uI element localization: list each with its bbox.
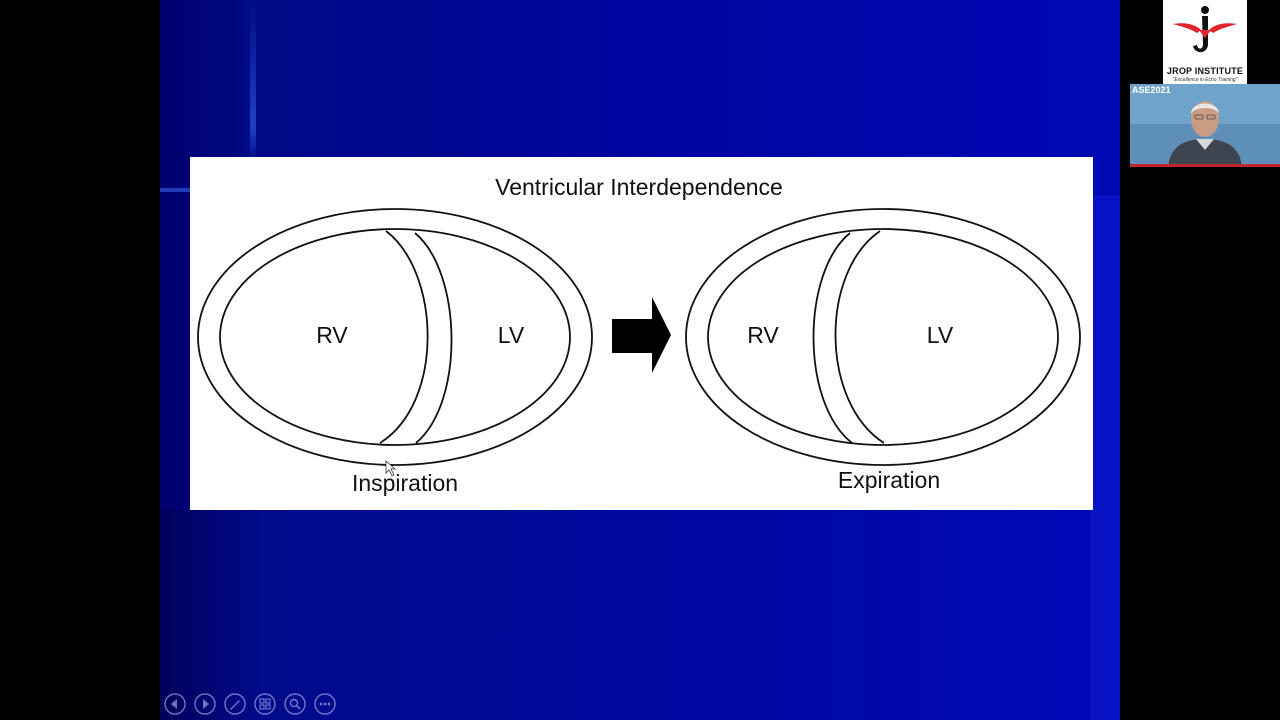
slide-right-strip [1090,195,1120,720]
figure-title: Ventricular Interdependence [495,174,783,200]
lv-label-expiration: LV [927,322,954,348]
pericardium-outer-right [685,208,1081,466]
speaker-avatar [1130,84,1280,167]
slide-decoration [250,0,256,160]
pericardium-inner-left [219,228,571,446]
septum-line-a-right [812,232,853,444]
zoom-icon [284,693,306,715]
inspiration-caption: Inspiration [352,470,458,496]
previous-slide-button[interactable] [163,692,187,716]
institute-logo-panel: JROP INSTITUTE "Excellence in Echo Train… [1163,0,1247,84]
pericardium-inner-right [707,228,1059,446]
slide-decoration-horizontal [160,188,200,192]
next-slide-icon [194,693,216,715]
pericardium-outer-left [197,208,593,466]
event-label: ASE2021 [1132,85,1171,95]
ventricular-interdependence-figure: Ventricular Interdependence RV LV Inspir… [190,157,1093,510]
rv-label-inspiration: RV [316,322,348,348]
septum-line-b-right [834,230,885,444]
institute-name: JROP INSTITUTE [1166,66,1244,76]
pen-tool-button[interactable] [223,692,247,716]
speaker-video-tile: ASE2021 [1130,84,1280,167]
institute-tagline: "Excellence in Echo Training" [1172,77,1238,83]
septum-line-a-left [379,230,429,444]
expiration-diagram [685,208,1081,466]
inspiration-diagram [197,208,593,466]
more-options-button[interactable] [313,692,337,716]
video-bottom-bar [1130,164,1280,167]
slideshow-controls [163,692,337,716]
more-options-icon [314,693,336,715]
lv-label-inspiration: LV [498,322,525,348]
previous-slide-icon [164,693,186,715]
septum-line-b-left [414,232,453,444]
transition-arrow-icon [612,297,671,373]
mouse-cursor-icon [385,460,397,477]
slide-grid-icon [254,693,276,715]
institute-logo-icon [1173,6,1237,53]
slide-lower-background [160,510,1120,720]
pen-icon [224,693,246,715]
expiration-caption: Expiration [838,467,940,493]
rv-label-expiration: RV [747,322,779,348]
see-all-slides-button[interactable] [253,692,277,716]
next-slide-button[interactable] [193,692,217,716]
zoom-button[interactable] [283,692,307,716]
